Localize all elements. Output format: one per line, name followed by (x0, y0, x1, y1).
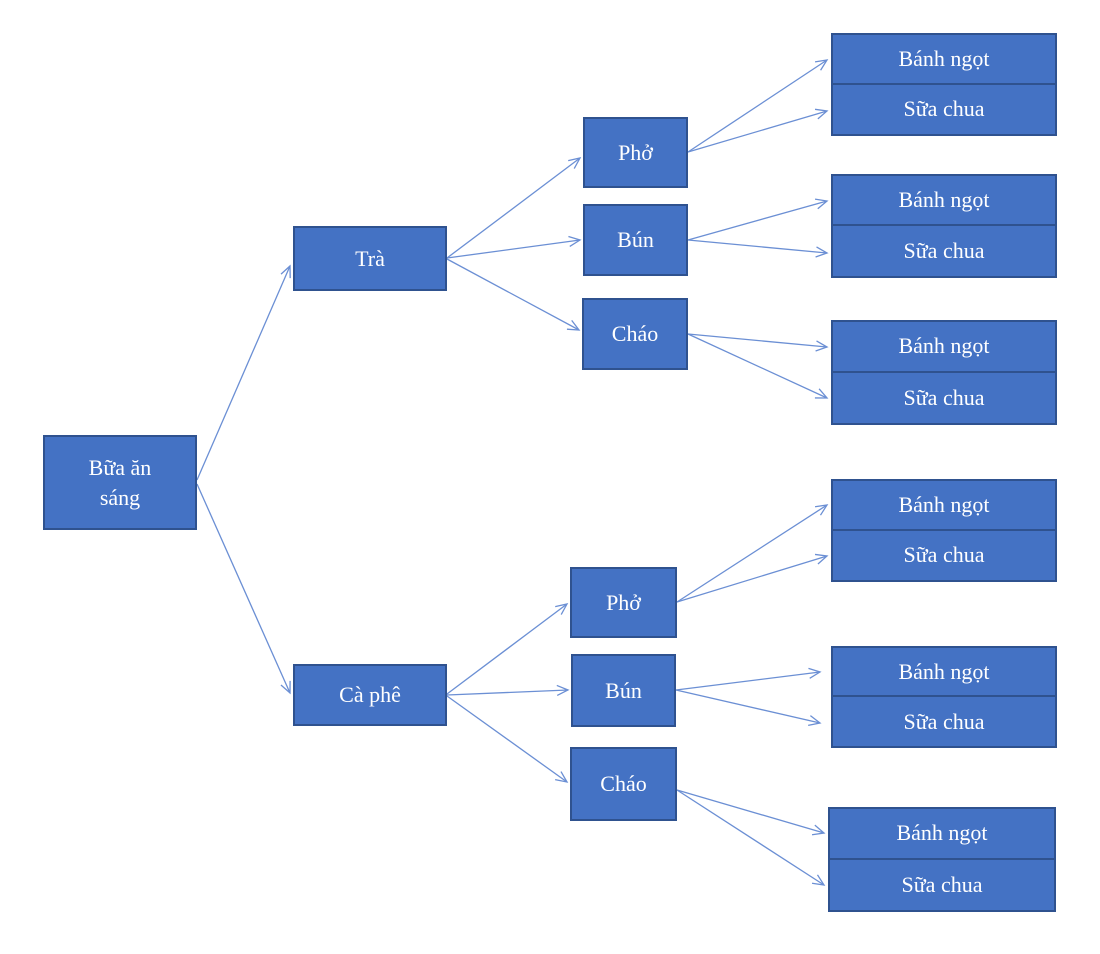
node-label: Bún (605, 677, 642, 703)
leaf-banh-ngot: Bánh ngọt (830, 809, 1054, 860)
arrow-tra-pho (446, 157, 582, 259)
leafpair-tra-pho: Bánh ngọt Sữa chua (831, 33, 1057, 136)
leaf-banh-ngot: Bánh ngọt (833, 322, 1055, 373)
leaf-sua-chua: Sữa chua (903, 708, 985, 734)
arrow-caphe-bun (446, 684, 570, 697)
node-label: Bún (617, 227, 654, 253)
leafpair-caphe-pho: Bánh ngọt Sữa chua (831, 479, 1057, 582)
node-ca-phe: Cà phê (293, 664, 447, 726)
arrow-root-caphe (196, 483, 291, 695)
leaf-sua-chua: Sữa chua (903, 238, 985, 263)
arrow-tchao-sua (687, 333, 829, 399)
node-tra-pho: Phở (583, 117, 688, 188)
leaf-banh-ngot: Bánh ngọt (833, 481, 1055, 531)
leaf-sua-chua: Sữa chua (903, 96, 985, 122)
arrow-tchao-banh (687, 333, 829, 352)
leaf-sua-chua: Sữa chua (903, 542, 985, 568)
node-label: Cháo (611, 321, 659, 347)
arrow-tra-chao (446, 258, 581, 331)
leafpair-caphe-bun: Bánh ngọt Sữa chua (831, 646, 1057, 748)
leafpair-tra-bun: Bánh ngọt Sữa chua (831, 174, 1057, 278)
arrow-root-tra (196, 264, 291, 481)
node-label: Trà (355, 245, 385, 271)
arrow-tbun-banh (687, 198, 829, 241)
node-caphe-pho: Phở (570, 567, 677, 638)
node-tra-chao: Cháo (582, 298, 688, 370)
arrow-caphe-pho (446, 603, 569, 695)
leaf-banh-ngot: Bánh ngọt (833, 648, 1055, 697)
leafpair-tra-chao: Bánh ngọt Sữa chua (831, 320, 1057, 425)
leaf-banh-ngot: Bánh ngọt (833, 35, 1055, 85)
leaf-sua-chua: Sữa chua (903, 384, 985, 410)
node-bua-an-sang: Bữa ăn sáng (43, 435, 197, 530)
leafpair-caphe-chao: Bánh ngọt Sữa chua (828, 807, 1056, 912)
leaf-banh-ngot: Bánh ngọt (833, 176, 1055, 226)
node-label: Bữa ăn sáng (88, 455, 152, 510)
node-label: Phở (618, 139, 653, 165)
arrow-bbun-sua (675, 689, 822, 727)
arrow-bchao-sua (676, 789, 826, 886)
node-caphe-chao: Cháo (570, 747, 677, 821)
node-caphe-bun: Bún (571, 654, 676, 727)
arrow-tpho-banh (687, 59, 829, 153)
arrow-bbun-banh (675, 667, 822, 691)
node-label: Cà phê (339, 682, 401, 708)
node-tra-bun: Bún (583, 204, 688, 276)
arrow-caphe-chao (446, 695, 569, 783)
arrow-tpho-sua (687, 108, 829, 153)
arrow-tbun-sua (687, 239, 829, 258)
arrow-bpho-banh (676, 504, 829, 603)
node-label: Phở (606, 589, 641, 615)
arrow-bchao-banh (676, 789, 826, 836)
arrow-bpho-sua (676, 553, 829, 603)
leaf-sua-chua: Sữa chua (901, 871, 983, 897)
arrow-tra-bun (446, 235, 582, 259)
node-label: Cháo (600, 771, 647, 797)
node-tra: Trà (293, 226, 447, 291)
